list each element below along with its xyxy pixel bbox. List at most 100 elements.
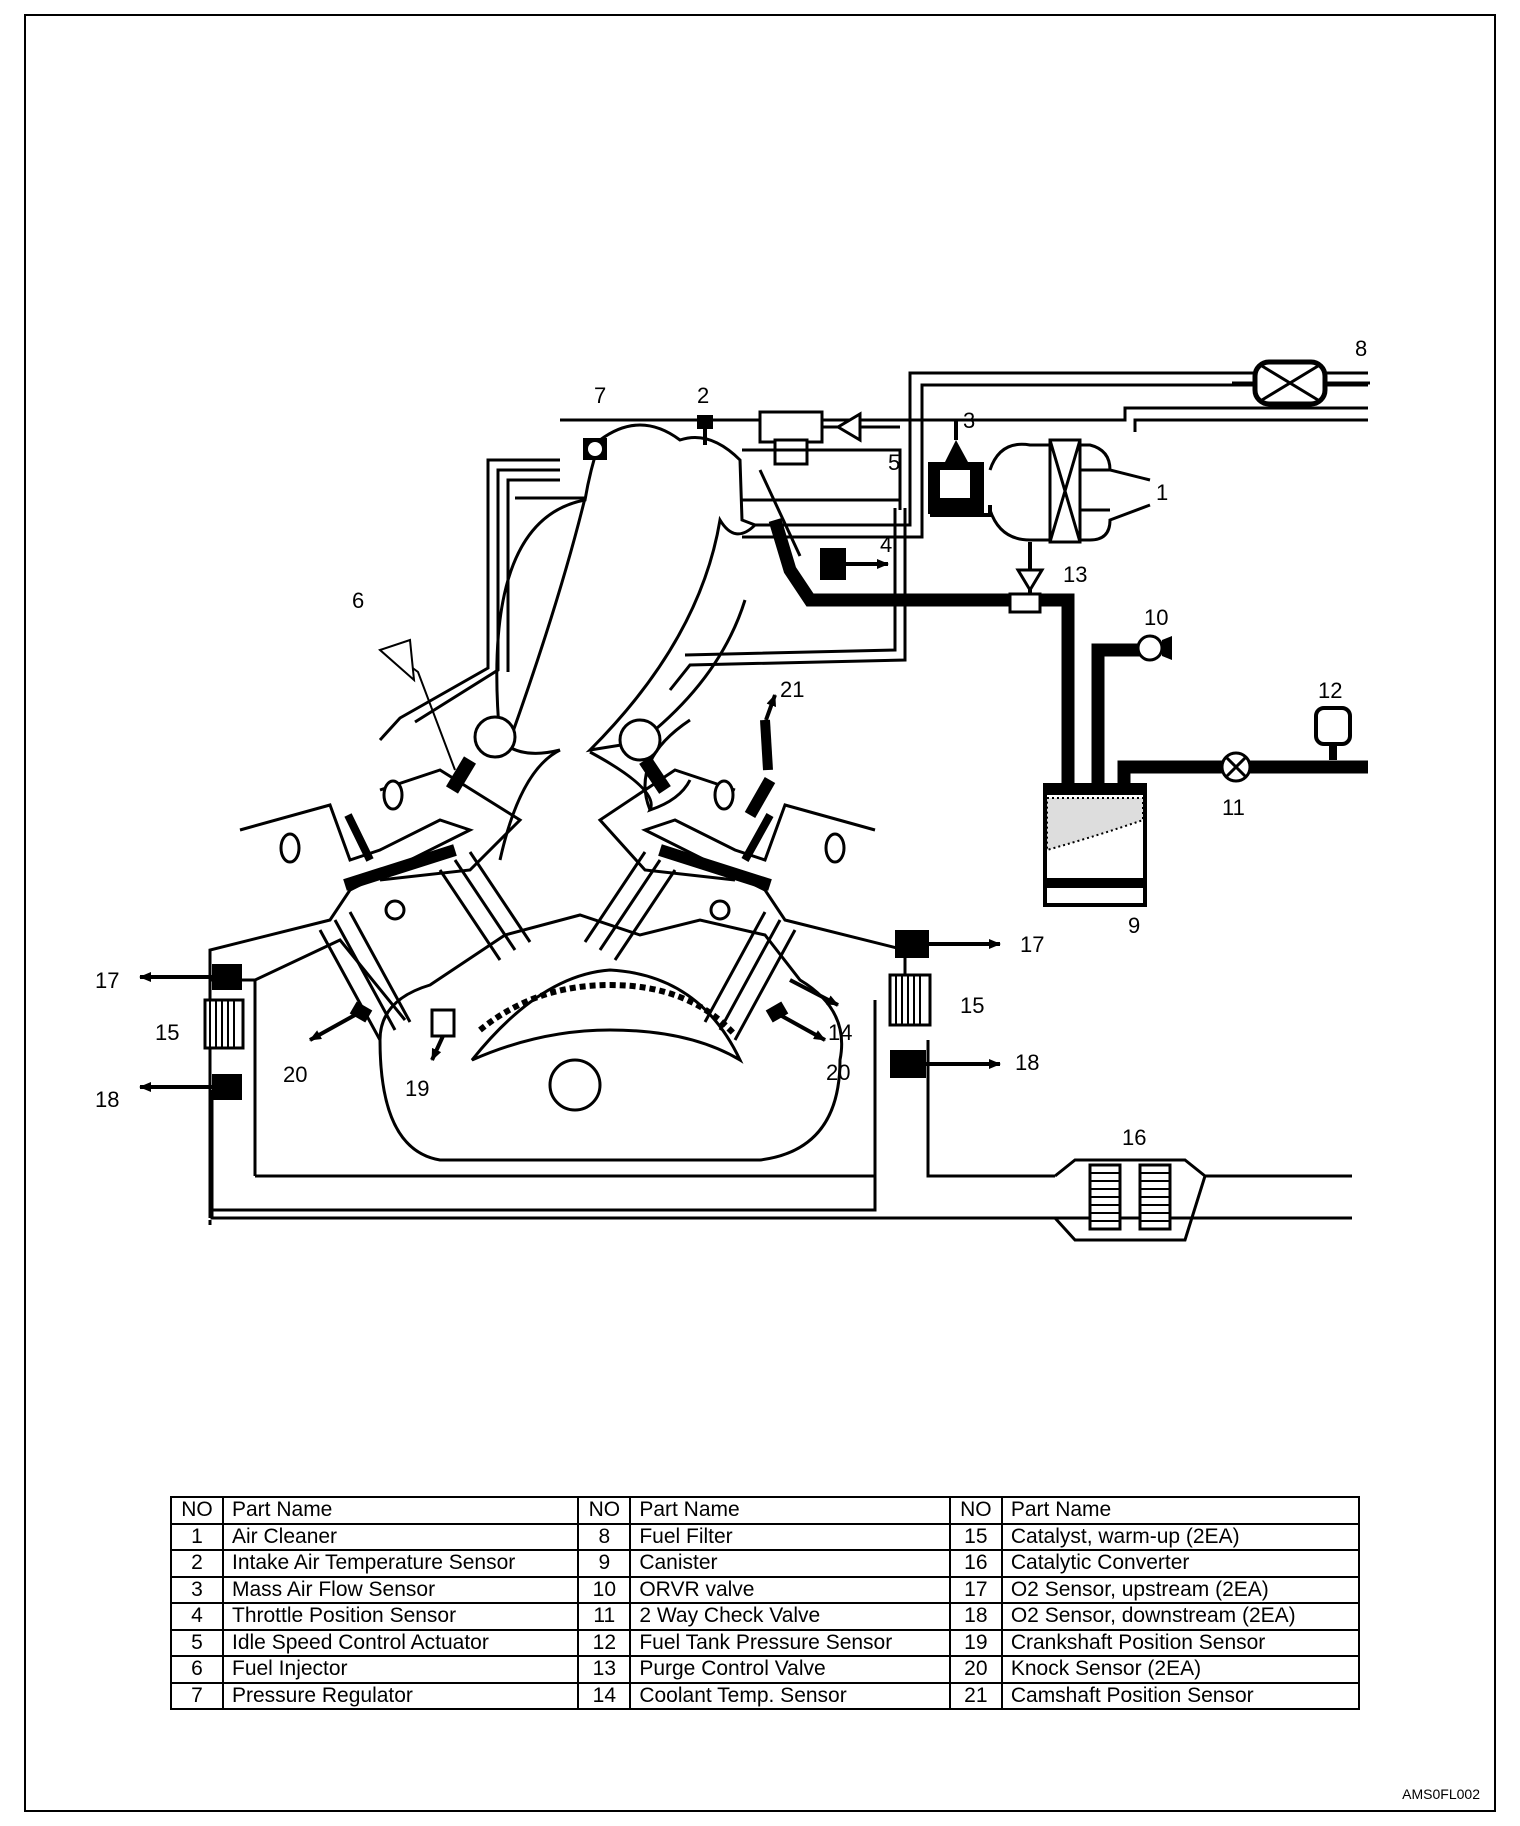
intake-air-temp-sensor	[697, 415, 713, 445]
part-name: Canister	[629, 1549, 951, 1578]
callout-15b: 15	[960, 993, 984, 1018]
fuel-filter	[1232, 359, 1370, 407]
parts-legend-table: NO Part Name NO Part Name NO Part Name 1…	[170, 1496, 1361, 1710]
part-number: 7	[170, 1681, 224, 1710]
purge-control-valve	[1008, 568, 1045, 614]
part-name: Knock Sensor (2EA)	[1000, 1655, 1361, 1684]
callout-9: 9	[1128, 913, 1140, 938]
table-row: 6 Fuel Injector 13 Purge Control Valve 2…	[170, 1655, 1361, 1684]
camshaft-position-sensor	[760, 694, 777, 771]
callout-7: 7	[594, 383, 606, 408]
air-duct	[742, 448, 902, 510]
callout-10: 10	[1144, 605, 1168, 630]
callout-4: 4	[880, 532, 892, 557]
callout-3: 3	[963, 408, 975, 433]
part-name: Catalyst, warm-up (2EA)	[1000, 1522, 1361, 1551]
injectors	[279, 756, 846, 864]
part-name: Purge Control Valve	[629, 1655, 951, 1684]
callout-17a: 17	[95, 968, 119, 993]
fuel-lines	[560, 371, 1368, 539]
part-number: 3	[170, 1575, 224, 1604]
orvr-valve	[1136, 634, 1172, 662]
callout-12: 12	[1318, 678, 1342, 703]
pressure-regulator	[583, 438, 607, 460]
part-name: Idle Speed Control Actuator	[221, 1628, 580, 1657]
header-no: NO	[948, 1496, 1003, 1525]
two-way-check-valve	[1220, 751, 1252, 783]
header-part-name: Part Name	[221, 1496, 580, 1525]
callout-14: 14	[828, 1020, 852, 1045]
part-name: Air Cleaner	[221, 1522, 580, 1551]
callout-19: 19	[405, 1076, 429, 1101]
callout-6: 6	[352, 588, 364, 613]
callout-labels: 1 2 3 4 5 6 7 8 9 10 11 12 13 14 15 15 1…	[95, 336, 1367, 1150]
table-row: 1 Air Cleaner 8 Fuel Filter 15 Catalyst,…	[170, 1522, 1361, 1551]
pistons	[318, 844, 797, 1041]
part-number: 4	[170, 1602, 224, 1631]
table-row: 3 Mass Air Flow Sensor 10 ORVR valve 17 …	[170, 1575, 1361, 1604]
injector-callout-line	[378, 638, 456, 771]
exhaust-pipes	[208, 1040, 1352, 1242]
engine-block	[208, 913, 877, 1218]
part-name: O2 Sensor, downstream (2EA)	[1000, 1602, 1361, 1631]
mass-air-flow-sensor	[928, 420, 992, 517]
part-number: 12	[577, 1628, 632, 1657]
knock-and-coolant-sensors	[309, 978, 839, 1061]
table-row: 2 Intake Air Temperature Sensor 9 Canist…	[170, 1549, 1361, 1578]
part-name: Fuel Injector	[221, 1655, 580, 1684]
part-name: Camshaft Position Sensor	[1000, 1681, 1361, 1710]
part-number: 18	[948, 1602, 1003, 1631]
part-name: Fuel Filter	[629, 1522, 951, 1551]
part-name: Crankshaft Position Sensor	[1000, 1628, 1361, 1657]
page-frame	[24, 14, 1496, 1812]
header-part-name: Part Name	[1000, 1496, 1361, 1525]
callout-21: 21	[780, 677, 804, 702]
fuel-tank-pressure-sensor	[1314, 706, 1352, 760]
part-number: 11	[577, 1602, 632, 1631]
table-row: 5 Idle Speed Control Actuator 12 Fuel Ta…	[170, 1628, 1361, 1657]
part-number: 17	[948, 1575, 1003, 1604]
part-number: 2	[170, 1549, 224, 1578]
callout-18a: 18	[95, 1087, 119, 1112]
part-name: Throttle Position Sensor	[221, 1602, 580, 1631]
part-name: Coolant Temp. Sensor	[629, 1681, 951, 1710]
part-number: 21	[948, 1681, 1003, 1710]
callout-13: 13	[1063, 562, 1087, 587]
callout-18b: 18	[1015, 1050, 1039, 1075]
header-no: NO	[170, 1496, 224, 1525]
warm-up-catalysts	[203, 973, 932, 1050]
part-number: 1	[170, 1522, 224, 1551]
part-name: 2 Way Check Valve	[629, 1602, 951, 1631]
part-name: O2 Sensor, upstream (2EA)	[1000, 1575, 1361, 1604]
callout-15a: 15	[155, 1020, 179, 1045]
part-number: 10	[577, 1575, 632, 1604]
o2-sensors	[139, 930, 1001, 1100]
part-number: 9	[577, 1549, 632, 1578]
part-name: Intake Air Temperature Sensor	[221, 1549, 580, 1578]
orvr-line	[1091, 643, 1140, 785]
callout-11: 11	[1222, 795, 1245, 820]
part-number: 20	[948, 1655, 1003, 1684]
canister	[1043, 783, 1147, 907]
part-name: Mass Air Flow Sensor	[221, 1575, 580, 1604]
part-name: Fuel Tank Pressure Sensor	[629, 1628, 951, 1657]
part-name: ORVR valve	[629, 1575, 951, 1604]
legend-header-row: NO Part Name NO Part Name NO Part Name	[170, 1496, 1361, 1525]
header-no: NO	[577, 1496, 632, 1525]
fuel-rail	[378, 458, 907, 742]
callout-20a: 20	[283, 1062, 307, 1087]
callout-5: 5	[888, 450, 900, 475]
throttle-body	[758, 410, 900, 580]
part-number: 6	[170, 1655, 224, 1684]
part-number: 5	[170, 1628, 224, 1657]
figure-code: AMS0FL002	[1402, 1786, 1480, 1802]
cylinder-heads	[208, 768, 907, 980]
callout-20b: 20	[826, 1060, 850, 1085]
air-cleaner	[988, 438, 1151, 544]
callout-1: 1	[1156, 480, 1168, 505]
table-row: 4 Throttle Position Sensor 11 2 Way Chec…	[170, 1602, 1361, 1631]
part-number: 15	[948, 1522, 1003, 1551]
part-number: 13	[577, 1655, 632, 1684]
part-number: 14	[577, 1681, 632, 1710]
part-name: Catalytic Converter	[1000, 1549, 1361, 1578]
